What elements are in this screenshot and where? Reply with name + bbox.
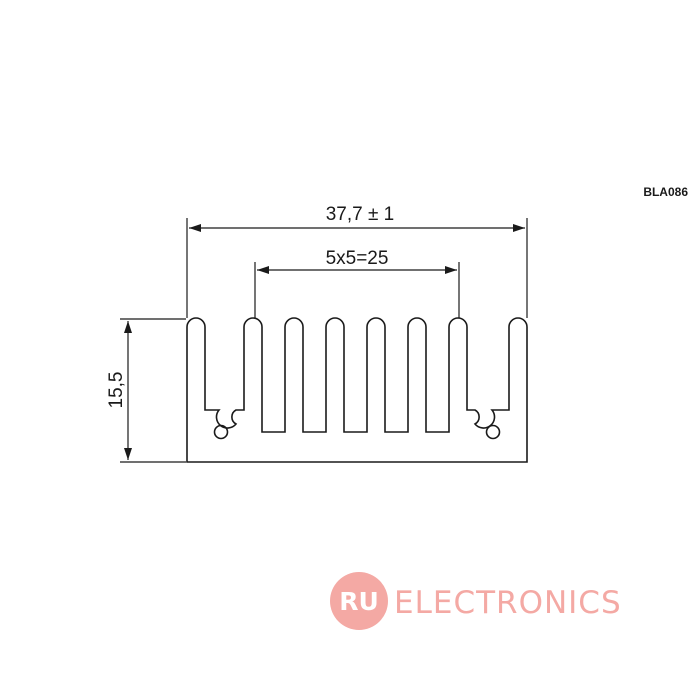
left-screw-hole xyxy=(213,424,229,440)
logo-letters: RU xyxy=(339,587,379,616)
heatsink-profile-outline xyxy=(186,317,528,463)
watermark-brand: ELECTRONICS xyxy=(394,585,622,621)
fin-pitch-label: 5x5=25 xyxy=(326,248,389,269)
part-code-label: BLA086 xyxy=(643,185,688,199)
height-label: 15,5 xyxy=(106,372,127,409)
height-dimension: 15,5 xyxy=(106,318,186,463)
watermark-logo: RU ELECTRONICS xyxy=(330,572,622,630)
overall-width-label: 37,7 ± 1 xyxy=(326,204,395,225)
overall-width-dimension: 37,7 ± 1 xyxy=(186,204,528,318)
fin-pitch-dimension: 5x5=25 xyxy=(254,248,460,318)
right-screw-hole xyxy=(485,424,501,440)
logo-circle xyxy=(330,572,388,630)
